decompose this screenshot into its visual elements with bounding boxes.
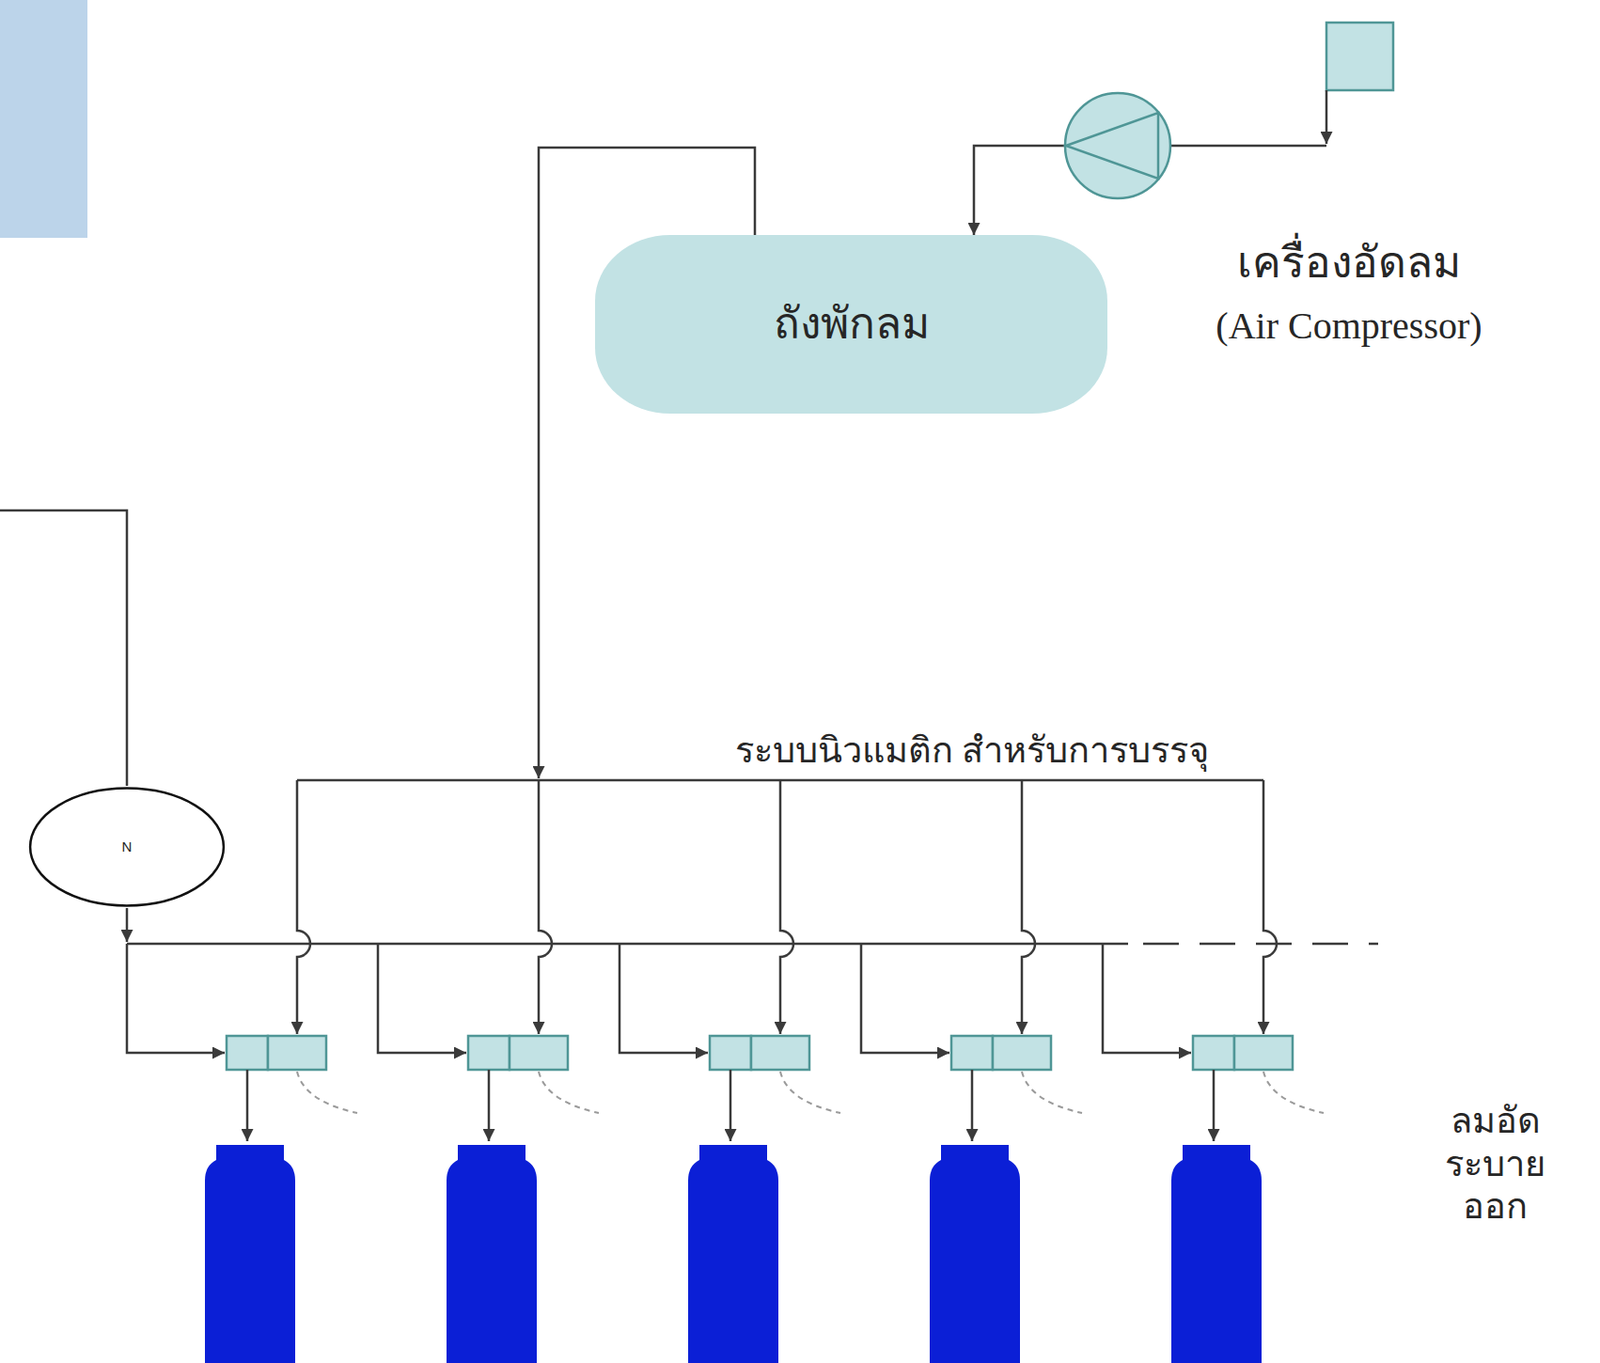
filling-stations (126, 780, 1324, 1363)
valve-actuator (1234, 1035, 1293, 1070)
exhaust-line (780, 1071, 841, 1114)
nitrogen-feed (377, 943, 467, 1053)
exhaust-line (1263, 1071, 1324, 1114)
corner-panel (0, 0, 88, 238)
nitrogen-feed (619, 943, 708, 1053)
air-dropper (780, 780, 794, 1035)
valve-cell (1192, 1035, 1235, 1070)
fill-line (246, 1069, 250, 1142)
compressor-label: เครื่องอัดลม (1237, 238, 1461, 289)
exhaust-line (538, 1071, 599, 1114)
air-dropper (1263, 780, 1277, 1035)
air-receiver-tank: ถังพักลม (595, 235, 1108, 414)
nitrogen-line (125, 908, 129, 942)
fill-line (729, 1069, 733, 1142)
air-dropper (538, 780, 552, 1035)
valve-actuator (267, 1035, 327, 1070)
fill-line (1212, 1069, 1216, 1142)
gas-cylinder (688, 1145, 779, 1363)
exhaust-label: ลมอัด ระบายออก (1412, 1099, 1578, 1229)
nitrogen-header-continued (1143, 942, 1379, 946)
exhaust-line (1021, 1071, 1083, 1114)
valve-cell (226, 1035, 268, 1070)
gas-cylinder (446, 1145, 537, 1363)
valve-actuator (992, 1035, 1051, 1070)
valve-actuator (509, 1035, 568, 1070)
valve-actuator (751, 1035, 810, 1070)
air-dropper (297, 780, 311, 1035)
tank-label: ถังพักลม (773, 299, 930, 350)
nitrogen-feed (861, 943, 950, 1053)
system-label: ระบบนิวแมติก สำหรับการบรรจุ (731, 729, 1214, 773)
fill-line (971, 1069, 974, 1142)
nitrogen-header (126, 942, 1129, 946)
air-line (973, 145, 1065, 236)
valve-cell (709, 1035, 752, 1070)
compressor-label-en: (Air Compressor) (1215, 304, 1482, 348)
valve-cell (468, 1035, 510, 1070)
nitrogen-label: N (122, 838, 133, 855)
compressor-symbol (1064, 92, 1172, 200)
fill-line (487, 1069, 491, 1142)
gas-cylinder (1171, 1145, 1262, 1363)
intake-line (1325, 90, 1329, 144)
nitrogen-source: N (28, 785, 226, 909)
filter-box (1326, 22, 1394, 91)
valve-cell (951, 1035, 993, 1070)
gas-cylinder (204, 1145, 296, 1363)
nitrogen-feed (126, 943, 225, 1053)
nitrogen-feed (1102, 943, 1192, 1053)
gas-cylinder (929, 1145, 1020, 1363)
nitrogen-inlet (0, 510, 127, 786)
air-compressor: เครื่องอัดลม(Air Compressor) (1064, 92, 1172, 200)
air-dropper (1021, 780, 1036, 1035)
exhaust-line (297, 1071, 358, 1114)
intake-line (1171, 144, 1327, 148)
